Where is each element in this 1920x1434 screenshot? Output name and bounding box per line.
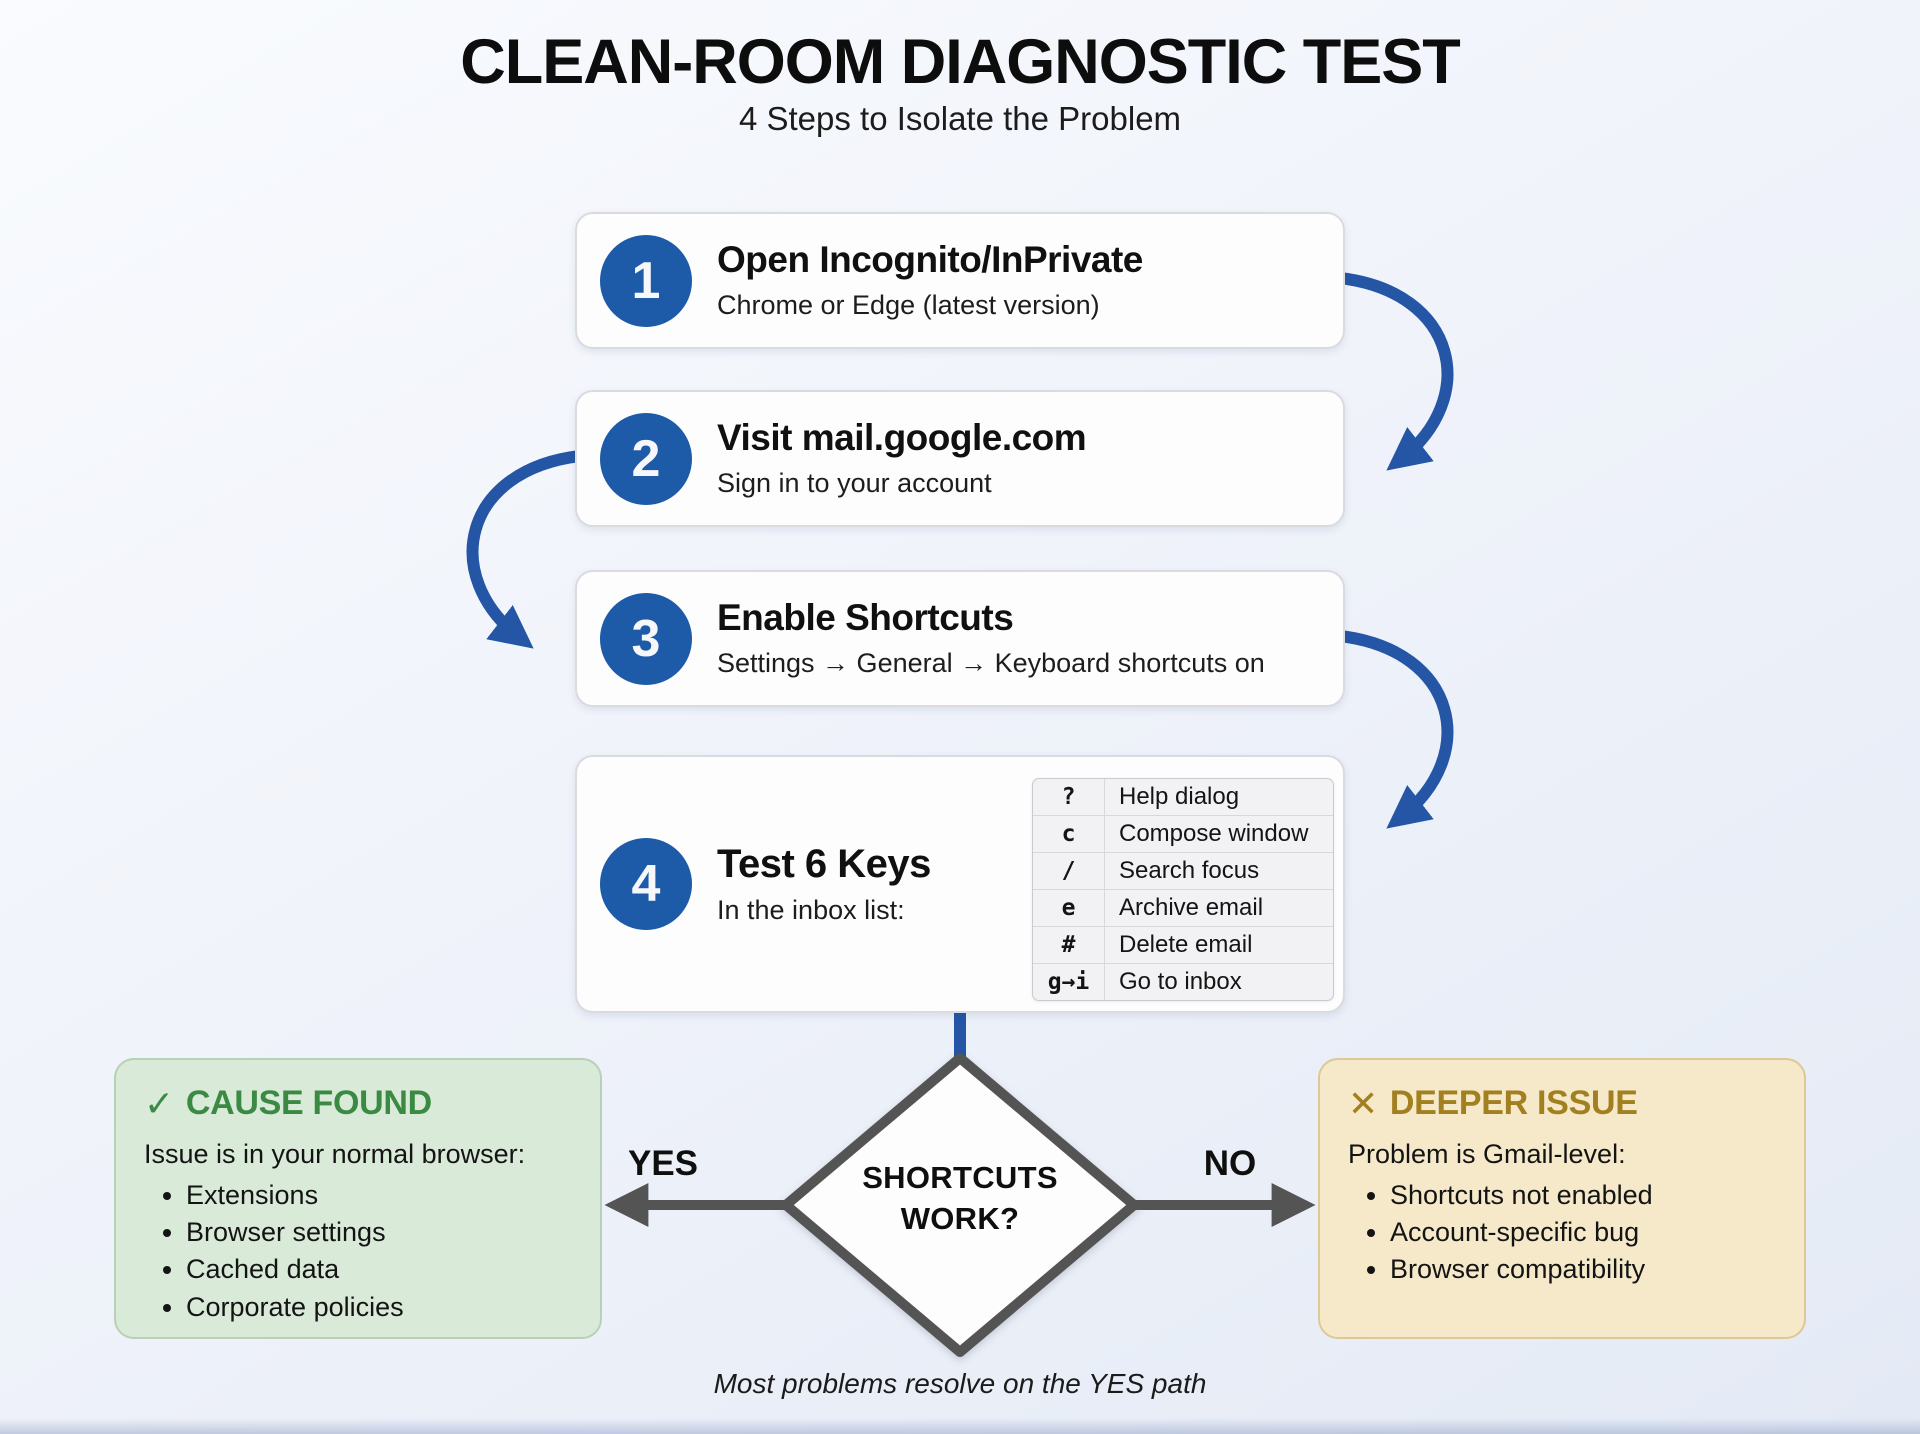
footnote: Most problems resolve on the YES path <box>713 1368 1207 1399</box>
list-item: Account-specific bug <box>1390 1217 1776 1247</box>
decision-question-line1: SHORTCUTS <box>862 1160 1058 1195</box>
step-subtitle: Settings → General → Keyboard shortcuts … <box>717 647 1265 678</box>
list-item: Extensions <box>186 1180 572 1210</box>
shortcut-action: Search focus <box>1119 857 1260 884</box>
curved-arrow-step2-step3-icon <box>466 450 586 649</box>
check-icon: ✓ <box>144 1082 174 1124</box>
shortcut-action: Help dialog <box>1119 783 1240 810</box>
deeper-issue-box: ✕ DEEPER ISSUE Problem is Gmail-level: S… <box>1318 1058 1806 1339</box>
step-text: Test 6 Keys In the inbox list: <box>717 842 931 926</box>
step-subtitle: Chrome or Edge (latest version) <box>717 289 1100 320</box>
step-number-badge: 2 <box>600 412 692 505</box>
step-title: Visit mail.google.com <box>717 417 1087 459</box>
step-number-badge: 3 <box>600 592 692 685</box>
shortcut-row: g→i Go to inbox <box>1033 964 1333 1000</box>
shortcut-key: e <box>1033 890 1105 926</box>
decision-question-line2: WORK? <box>900 1200 1020 1236</box>
step-text: Enable Shortcuts Settings → General → Ke… <box>717 597 1265 679</box>
curved-arrow-step1-step2-icon <box>1334 272 1454 471</box>
shortcut-key-table: ? Help dialog c Compose window / Search … <box>1032 778 1334 1001</box>
shortcut-key: # <box>1033 927 1105 963</box>
shortcut-row: / Search focus <box>1033 853 1333 890</box>
step-number-badge: 4 <box>600 838 692 930</box>
step-subtitle: Sign in to your account <box>717 467 992 498</box>
shortcut-action: Archive email <box>1119 894 1264 921</box>
list-item: Browser settings <box>186 1217 572 1247</box>
shortcut-row: # Delete email <box>1033 927 1333 964</box>
shortcut-key: / <box>1033 853 1105 889</box>
cause-found-box: ✓ CAUSE FOUND Issue is in your normal br… <box>114 1058 602 1339</box>
shortcut-key: c <box>1033 816 1105 852</box>
step-title: Enable Shortcuts <box>717 597 1014 639</box>
cause-found-intro: Issue is in your normal browser: <box>144 1139 526 1169</box>
shortcut-action: Go to inbox <box>1119 968 1242 995</box>
list-item: Corporate policies <box>186 1292 572 1322</box>
deeper-issue-heading: ✕ DEEPER ISSUE <box>1348 1084 1776 1123</box>
no-branch-label: NO <box>1203 1144 1257 1183</box>
list-item: Browser compatibility <box>1390 1254 1776 1284</box>
decision-diamond <box>781 1053 1139 1357</box>
x-icon: ✕ <box>1348 1082 1378 1124</box>
step-number-badge: 1 <box>600 234 692 327</box>
deeper-issue-intro: Problem is Gmail-level: <box>1348 1139 1626 1169</box>
cause-found-heading: ✓ CAUSE FOUND <box>144 1084 572 1123</box>
step-card-4: 4 Test 6 Keys In the inbox list: ? Help … <box>575 755 1345 1013</box>
deeper-issue-title: DEEPER ISSUE <box>1389 1084 1638 1122</box>
cause-found-title: CAUSE FOUND <box>185 1084 432 1122</box>
shortcut-action: Compose window <box>1119 820 1309 847</box>
shortcut-key: ? <box>1033 779 1105 815</box>
step-card-1: 1 Open Incognito/InPrivate Chrome or Edg… <box>575 212 1345 349</box>
step-title: Test 6 Keys <box>717 841 931 886</box>
step-title: Open Incognito/InPrivate <box>717 239 1143 281</box>
cause-found-list: Extensions Browser settings Cached data … <box>144 1180 572 1322</box>
curved-arrow-step3-step4-icon <box>1334 630 1454 829</box>
page-subtitle: 4 Steps to Isolate the Problem <box>738 100 1182 137</box>
deeper-issue-list: Shortcuts not enabled Account-specific b… <box>1348 1180 1776 1285</box>
step-card-2: 2 Visit mail.google.com Sign in to your … <box>575 390 1345 527</box>
list-item: Shortcuts not enabled <box>1390 1180 1776 1210</box>
shortcut-row: e Archive email <box>1033 890 1333 927</box>
list-item: Cached data <box>186 1254 572 1284</box>
yes-branch-label: YES <box>627 1144 699 1183</box>
shortcut-row: c Compose window <box>1033 816 1333 853</box>
step-text: Visit mail.google.com Sign in to your ac… <box>717 417 1087 499</box>
shortcut-action: Delete email <box>1119 931 1253 958</box>
shortcut-row: ? Help dialog <box>1033 779 1333 816</box>
page-title: CLEAN-ROOM DIAGNOSTIC TEST <box>460 27 1460 97</box>
shortcut-key: g→i <box>1033 964 1105 1000</box>
step-card-3: 3 Enable Shortcuts Settings → General → … <box>575 570 1345 707</box>
step-text: Open Incognito/InPrivate Chrome or Edge … <box>717 239 1143 321</box>
decision-question: SHORTCUTS WORK? <box>810 1158 1110 1240</box>
step-subtitle: In the inbox list: <box>717 894 905 925</box>
